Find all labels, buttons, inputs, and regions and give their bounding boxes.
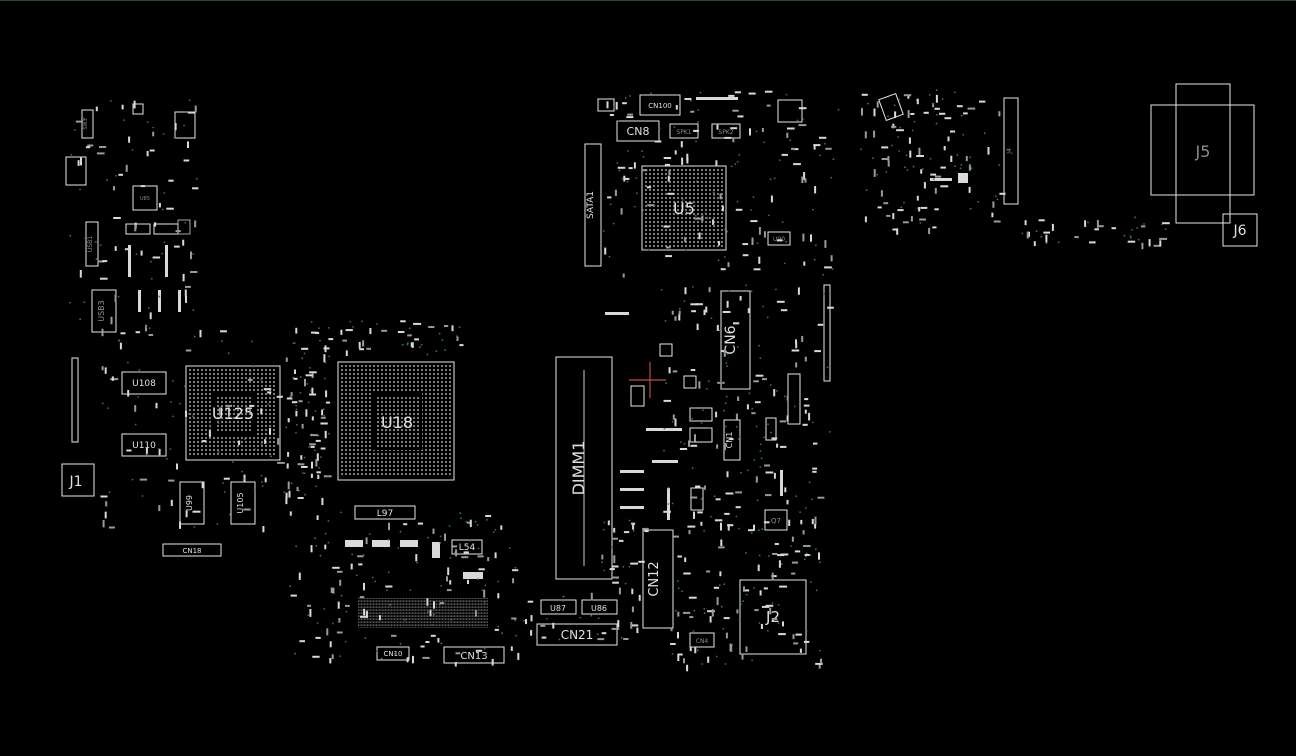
small-ic-b[interactable] (153, 223, 179, 235)
j4-connector[interactable] (1003, 97, 1019, 205)
u5-region: SATA1 CN100 CN8 SPK1 SPK2 U5 U90 (584, 92, 904, 267)
j6-label: J6 (1232, 223, 1246, 239)
u125-label: U125 (212, 404, 254, 423)
usb1-connector[interactable] (85, 221, 99, 267)
u108-chip[interactable] (121, 371, 167, 395)
right-region: J4 J5 J6 (930, 83, 1258, 247)
cn10-connector[interactable] (376, 646, 410, 661)
cn18-connector[interactable] (162, 543, 222, 557)
u18-region: U18 L97 L54 CN10 CN13 (337, 361, 505, 664)
l97-inductor[interactable] (354, 505, 416, 520)
cn13-label: CN13 (460, 651, 487, 662)
spk2-label: SPK2 (718, 129, 733, 136)
q7-chip[interactable] (764, 509, 788, 531)
j5-body[interactable] (1150, 104, 1255, 196)
cn100-connector[interactable] (639, 94, 681, 116)
cn4-connector[interactable] (689, 632, 715, 648)
dimm1-label: DIMM1 (569, 441, 588, 496)
top-edge-line (0, 0, 1296, 1)
cn12-label: CN12 (647, 561, 662, 596)
j5-frame (1175, 83, 1231, 224)
cn6-label: CN6 (723, 325, 739, 354)
cn21-label: CN21 (561, 628, 594, 642)
cn8-label: CN8 (627, 125, 650, 138)
u105-label: U105 (236, 492, 245, 513)
spk1-label: SPK1 (676, 129, 691, 136)
u86-label: U86 (591, 604, 607, 613)
j1-connector[interactable] (61, 463, 95, 497)
q7-label: Q7 (771, 517, 781, 525)
usb3-label: USB3 (97, 300, 106, 322)
u99-label: U99 (185, 495, 194, 511)
j6-connector[interactable] (1222, 213, 1258, 247)
connector-small[interactable] (65, 156, 87, 186)
usb1-label: USB1 (87, 236, 94, 252)
u110-chip[interactable] (121, 433, 167, 457)
u86-chip[interactable] (581, 599, 618, 615)
u108-label: U108 (132, 379, 156, 389)
small-ic-a[interactable] (125, 223, 151, 235)
u90-chip[interactable] (767, 231, 791, 246)
component-scatter (69, 89, 1170, 672)
u125-region: U108 U110 J1 U125 U99 U105 CN18 (61, 357, 281, 557)
left-top-cluster: SW1 U85 USB1 USB3 (65, 103, 196, 333)
u105-chip[interactable] (230, 481, 256, 525)
left-edge-connector[interactable] (71, 357, 79, 443)
u5-bga[interactable] (641, 165, 727, 251)
cn4-label: CN4 (696, 638, 709, 645)
u99-chip[interactable] (179, 481, 205, 525)
u5-label: U5 (673, 199, 695, 218)
usb3-connector[interactable] (91, 289, 117, 333)
cn12-connector[interactable] (642, 529, 674, 629)
cn6-connector[interactable] (720, 290, 751, 390)
cn1-connector[interactable] (723, 419, 741, 461)
dimm1-slot[interactable] (555, 356, 613, 580)
j4-label: J4 (1006, 148, 1013, 155)
sw1-label: SW1 (83, 118, 89, 129)
sata1-connector[interactable] (584, 143, 602, 267)
u87-chip[interactable] (540, 599, 577, 615)
cn8-connector[interactable] (616, 120, 660, 142)
j2-label: J2 (765, 608, 780, 626)
j1-label: J1 (68, 474, 82, 490)
u18-socket[interactable] (337, 361, 455, 481)
dimm1-region: DIMM1 U87 U86 CN21 (536, 356, 618, 646)
l97-label: L97 (377, 509, 393, 519)
sw1-switch[interactable] (81, 109, 94, 139)
cn10-label: CN10 (383, 650, 402, 658)
cn13-connector[interactable] (443, 646, 505, 664)
u18-label: U18 (381, 413, 413, 432)
l54-inductor[interactable] (451, 539, 483, 555)
cn21-connector[interactable] (536, 623, 618, 646)
cn18-label: CN18 (182, 547, 201, 555)
sata1-label: SATA1 (586, 191, 596, 219)
u87-label: U87 (550, 604, 566, 613)
l54-label: L54 (459, 543, 476, 553)
cn100-label: CN100 (648, 102, 672, 110)
u85-label: U85 (140, 196, 150, 202)
u110-label: U110 (132, 441, 156, 451)
j5-label: J5 (1195, 142, 1211, 161)
